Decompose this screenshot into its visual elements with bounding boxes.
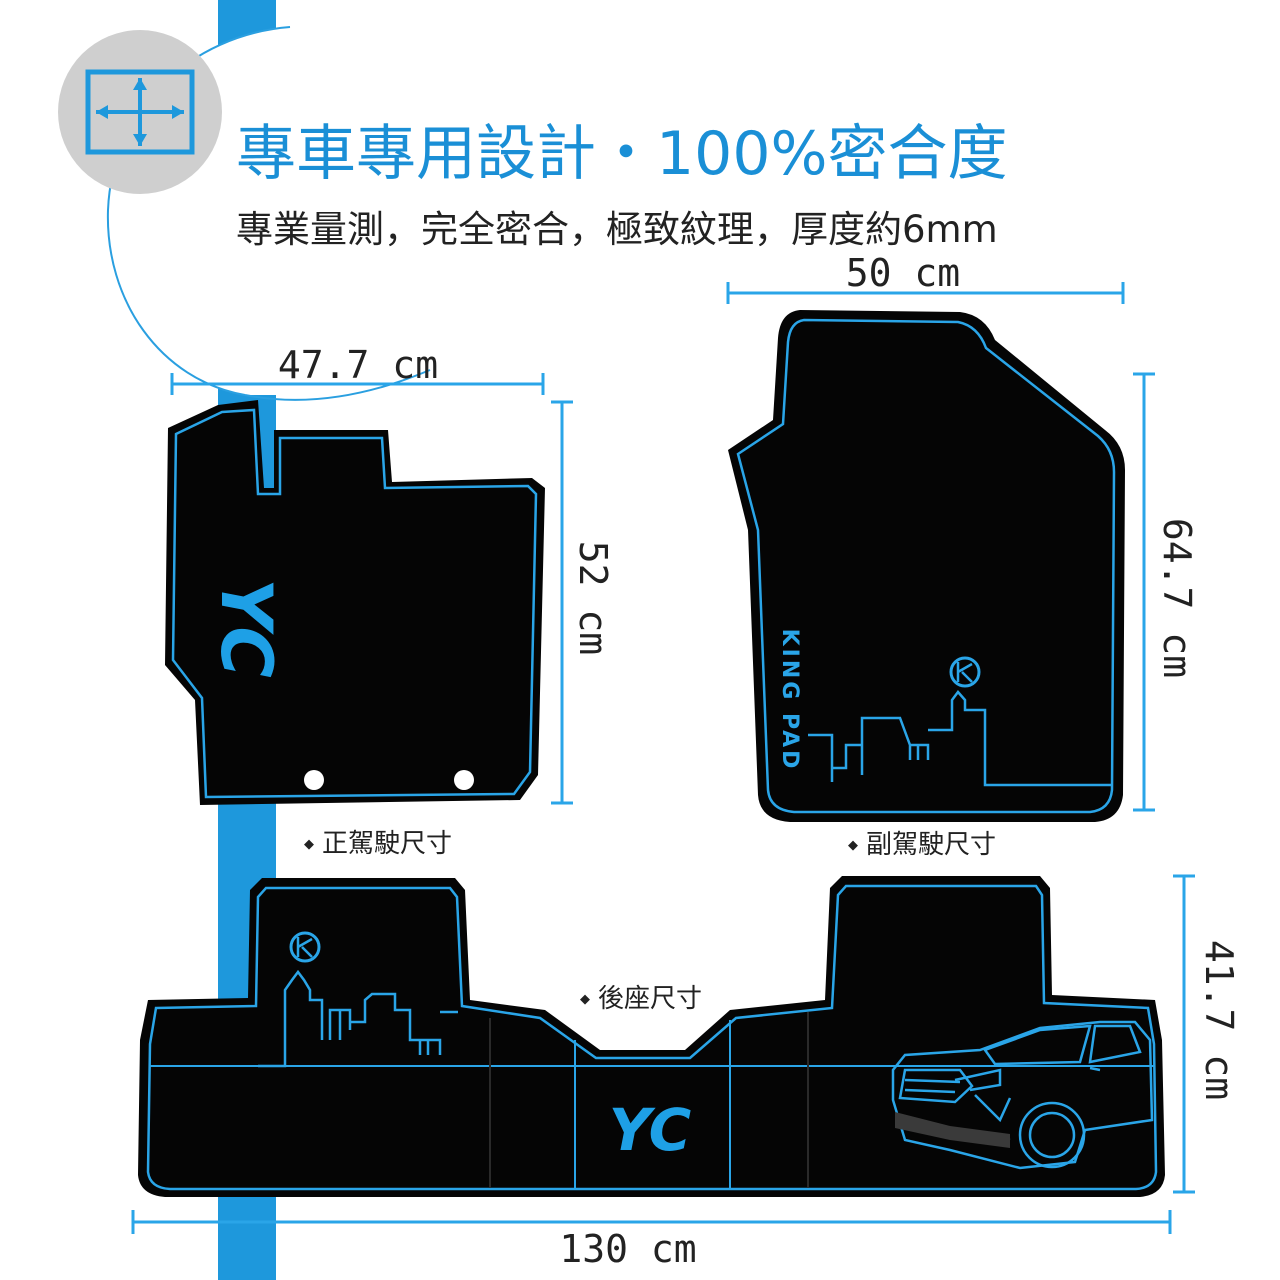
background-circle-outline [106,26,291,396]
page-title: 專車專用設計・100%密合度 [236,119,1008,189]
passenger-caption: 副駕駛尺寸 [866,830,996,860]
driver-caption: 正駕駛尺寸 [322,829,452,859]
rear-caption: 後座尺寸 [598,984,702,1014]
rear-length-line [1173,874,1195,1194]
passenger-width-label: 50 cm [846,251,960,295]
bullet-icon: ◆ [304,837,314,852]
rear-mat [138,876,1165,1197]
bullet-icon: ◆ [848,838,858,853]
passenger-length-label: 64.7 cm [1155,518,1199,678]
background-circle-lower-outline [244,369,431,401]
king-pad-logo: KING PAD [777,629,802,772]
passenger-mat [728,310,1125,822]
driver-mat [165,400,545,805]
driver-length-line [551,400,573,805]
driver-length-label: 52 cm [571,541,615,655]
rear-length-label: 41.7 cm [1197,940,1241,1100]
rear-width-label: 130 cm [559,1227,696,1271]
kp-circle-logo [289,931,321,963]
yc-logo: YC [205,578,287,678]
yc-logo-rear: YC [609,1096,692,1164]
driver-width-line [170,373,545,395]
expand-arrows-icon [58,30,222,194]
rear-width-line [131,1210,1172,1234]
mat-fastener-hole [454,770,474,790]
suv-bumper [895,1112,1010,1148]
passenger-length-line [1133,372,1155,812]
background-circle [107,27,1280,395]
kp-circle-logo [949,656,981,688]
skyline-decoration [808,690,1112,787]
mat-fastener-hole [304,770,324,790]
driver-width-label: 47.7 cm [278,343,438,387]
skyline-decoration [258,969,458,1068]
bullet-icon: ◆ [580,992,590,1007]
passenger-width-line [726,282,1125,304]
page-subtitle: 專業量測，完全密合，極致紋理，厚度約6mm [236,208,998,251]
